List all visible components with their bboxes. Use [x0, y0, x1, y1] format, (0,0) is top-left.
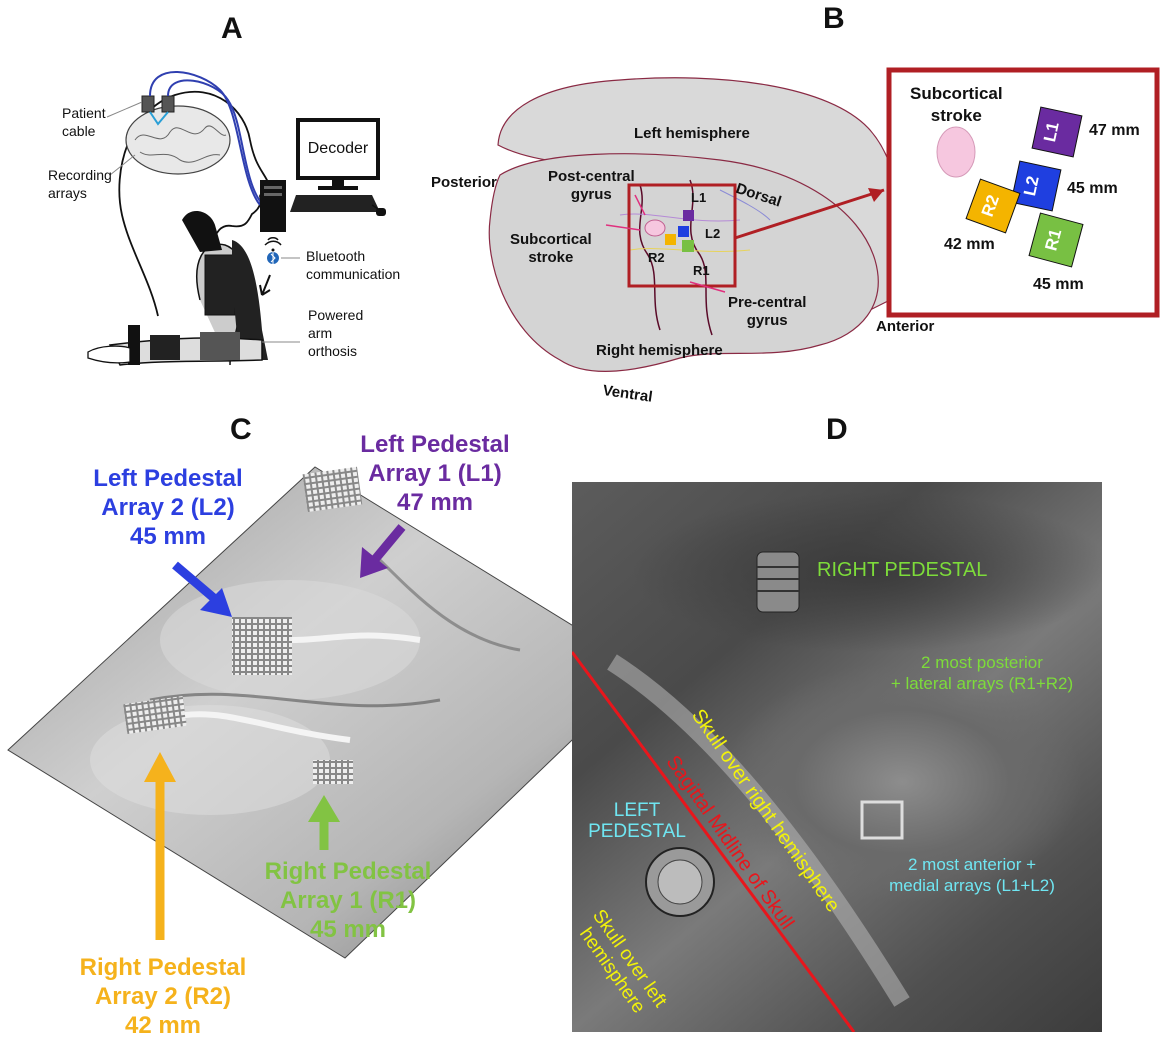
left-hemisphere-label: Left hemisphere: [634, 125, 750, 142]
inset-stroke-label: Subcortical stroke: [910, 84, 1003, 125]
panel-label-a: A: [221, 12, 243, 45]
posterior-label: Posterior: [431, 174, 497, 191]
orthosis-label: Powered arm orthosis: [308, 307, 364, 359]
array-r2-marker: [665, 234, 676, 245]
keyboard: [290, 195, 380, 212]
pre-central-label: Pre-central gyrus: [728, 294, 807, 329]
inset-r2-size: 42 mm: [944, 236, 995, 253]
midline-line: [572, 651, 856, 1032]
inset-l2: [1010, 160, 1062, 212]
inset-l1-size: 47 mm: [1089, 122, 1140, 139]
region-box: [627, 183, 737, 288]
recording-arrays-label: Recording arrays: [48, 167, 112, 201]
surgical-photo: RIGHT PEDESTAL 2 most posterior + latera…: [572, 482, 1102, 1032]
orthosis-forearm: [150, 335, 180, 360]
anterior-label: Anterior: [876, 318, 935, 335]
subcortical-stroke-label: Subcortical stroke: [510, 231, 592, 266]
right-hemisphere-label: Right hemisphere: [596, 342, 723, 359]
bluetooth-label: Bluetooth communication: [306, 248, 401, 282]
l2-label: L2: [705, 226, 721, 241]
photo-array-l1: [302, 466, 363, 513]
l1-arrow: [368, 524, 406, 566]
connector-left: [141, 95, 155, 113]
l1-label: L1: [691, 190, 707, 205]
surgical-photo-overlay: [572, 551, 910, 1032]
decoder-monitor: [296, 118, 380, 180]
wireless-icon: [264, 237, 282, 246]
r1-label: R1: [693, 263, 710, 278]
brain-icon: [125, 105, 231, 175]
stroke-marker: [644, 219, 666, 237]
panel-label-c: C: [230, 413, 252, 446]
photo-array-r1: [313, 760, 353, 784]
r1-photo-label: Right Pedestal Array 1 (R1) 45 mm: [264, 858, 432, 943]
right-pedestal-label: RIGHT PEDESTAL: [817, 559, 988, 581]
inset-l2-size: 45 mm: [1067, 180, 1118, 197]
inset-r1: [1028, 212, 1084, 268]
l2-photo-label: Left Pedestal Array 2 (L2) 45 mm: [93, 465, 243, 550]
inset-r2: [965, 178, 1021, 234]
right-hemisphere: [488, 153, 879, 373]
orthosis-upper: [204, 254, 236, 316]
hand-strap: [128, 325, 140, 365]
patient-cable-label: Patient cable: [62, 105, 106, 139]
r2-photo-label: Right Pedestal Array 2 (R2) 42 mm: [79, 954, 247, 1039]
patient-cable: [149, 71, 261, 206]
photo-array-l2: [232, 617, 292, 675]
array-r1-marker: [682, 240, 694, 252]
post-central-label: Post-central gyrus: [548, 168, 635, 203]
l1-photo-label: Left Pedestal Array 1 (L1) 47 mm: [360, 431, 510, 516]
inset-stroke-ellipse: [936, 126, 976, 178]
array-l2-marker: [678, 226, 689, 237]
shoulder-strap: [182, 210, 222, 252]
r2-label: R2: [648, 250, 665, 265]
panel-label-d: D: [826, 413, 848, 446]
array-clip: [860, 800, 904, 840]
posterior-arrays-label: 2 most posterior + lateral arrays (R1+R2…: [890, 653, 1074, 693]
right-pedestal-icon: [756, 551, 800, 613]
inset-r1-size: 45 mm: [1033, 276, 1084, 293]
decoder-label: Decoder: [307, 140, 369, 157]
anterior-arrays-label: 2 most anterior + medial arrays (L1+L2): [889, 855, 1055, 895]
array-l1-marker: [683, 210, 694, 221]
left-pedestal-label: LEFT PEDESTAL: [588, 800, 686, 842]
inset-l1: [1031, 106, 1083, 158]
orthosis-frame: [232, 240, 268, 360]
panel-label-b: B: [823, 2, 845, 35]
photo-array-r2: [123, 695, 187, 735]
